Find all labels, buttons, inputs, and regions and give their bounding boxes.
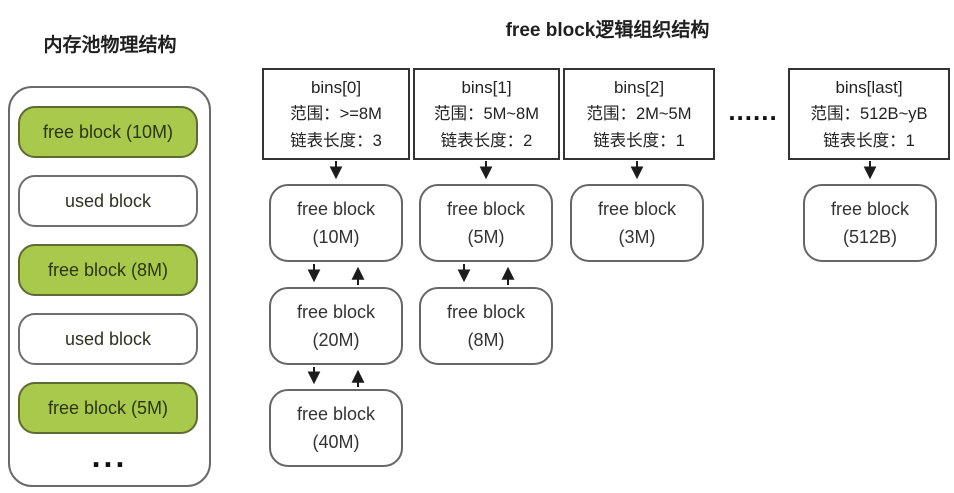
memory-pool-block-free-10m: free block (10M) (18, 106, 198, 158)
bin-list-length: 链表长度：1 (593, 131, 685, 150)
bin-name: bins[0] (310, 77, 362, 97)
bin-list-length: 链表长度：1 (823, 131, 915, 150)
free-block-node-10m: free block (10M) (269, 184, 403, 262)
bin-range: 范围：5M~8M (434, 104, 539, 123)
bin-range: 范围：2M~5M (586, 104, 692, 123)
memory-pool-block-used-1: used block (18, 175, 198, 227)
node-line1: free block (296, 199, 376, 219)
node-line2: (8M) (467, 330, 505, 350)
node-line2: (512B) (842, 227, 898, 247)
node-line2: (40M) (312, 432, 360, 452)
bin-name: bins[2] (613, 77, 665, 97)
node-line1: free block (296, 404, 376, 424)
bin-box-2: bins[2] 范围：2M~5M 链表长度：1 (563, 68, 715, 160)
bin-list-length: 链表长度：3 (290, 131, 382, 150)
free-block-node-5m: free block (5M) (419, 184, 553, 262)
node-line1: free block (296, 302, 376, 322)
free-block-node-8m: free block (8M) (419, 287, 553, 365)
right-panel-title: free block逻辑组织结构 (505, 20, 710, 41)
node-line1: free block (446, 302, 526, 322)
bin-range: 范围：512B~yB (810, 104, 928, 123)
pool-ellipsis: ... (91, 438, 128, 474)
bin-range: 范围：>=8M (290, 104, 382, 123)
bin-name: bins[last] (835, 77, 903, 97)
memory-pool-block-free-5m: free block (5M) (18, 382, 198, 434)
free-block-node-512b: free block (512B) (803, 184, 937, 262)
left-panel-title: 内存池物理结构 (43, 35, 177, 56)
free-block-node-3m: free block (3M) (570, 184, 704, 262)
node-line1: free block (830, 199, 910, 219)
bin-list-length: 链表长度：2 (440, 131, 533, 150)
bin-box-0: bins[0] 范围：>=8M 链表长度：3 (262, 68, 410, 160)
node-line1: free block (446, 199, 526, 219)
free-block-node-20m: free block (20M) (269, 287, 403, 365)
bins-ellipsis: ...... (728, 96, 778, 126)
node-line2: (5M) (467, 227, 505, 247)
node-line2: (20M) (312, 330, 360, 350)
memory-pool-block-used-2: used block (18, 313, 198, 365)
node-line2: (3M) (618, 227, 656, 247)
node-line1: free block (597, 199, 677, 219)
node-line2: (10M) (312, 227, 360, 247)
bin-box-last: bins[last] 范围：512B~yB 链表长度：1 (788, 68, 950, 160)
bin-box-1: bins[1] 范围：5M~8M 链表长度：2 (413, 68, 560, 160)
memory-pool-block-free-8m: free block (8M) (18, 244, 198, 296)
bin-name: bins[1] (461, 77, 512, 97)
free-block-node-40m: free block (40M) (269, 389, 403, 467)
